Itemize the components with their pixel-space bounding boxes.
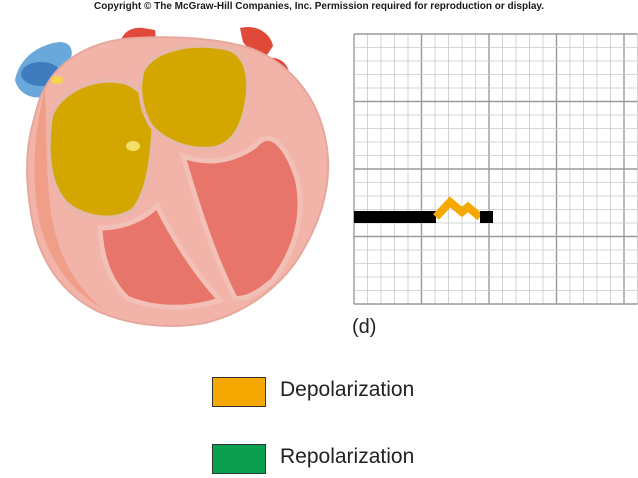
heart-illustration (15, 26, 330, 327)
depolarization-label: Depolarization (280, 378, 415, 401)
right-ventricle (97, 201, 225, 310)
right-atrium (46, 78, 156, 220)
depolarization-swatch (212, 377, 266, 407)
heart-shading (34, 88, 105, 310)
ecg-trace-p-wave (433, 196, 483, 221)
panel-label: (d) (352, 316, 377, 338)
left-atrium (138, 43, 251, 151)
pulmonary-artery-vessel (240, 26, 273, 58)
ecg-grid (353, 33, 638, 305)
copyright-notice: Copyright © The McGraw-Hill Companies, I… (93, 1, 545, 12)
av-node (126, 141, 140, 151)
left-ventricle (179, 135, 303, 301)
sa-node (51, 76, 63, 84)
repolarization-label: Repolarization (280, 445, 415, 468)
ecg-gridlines (353, 33, 638, 305)
repolarization-swatch (212, 444, 266, 474)
